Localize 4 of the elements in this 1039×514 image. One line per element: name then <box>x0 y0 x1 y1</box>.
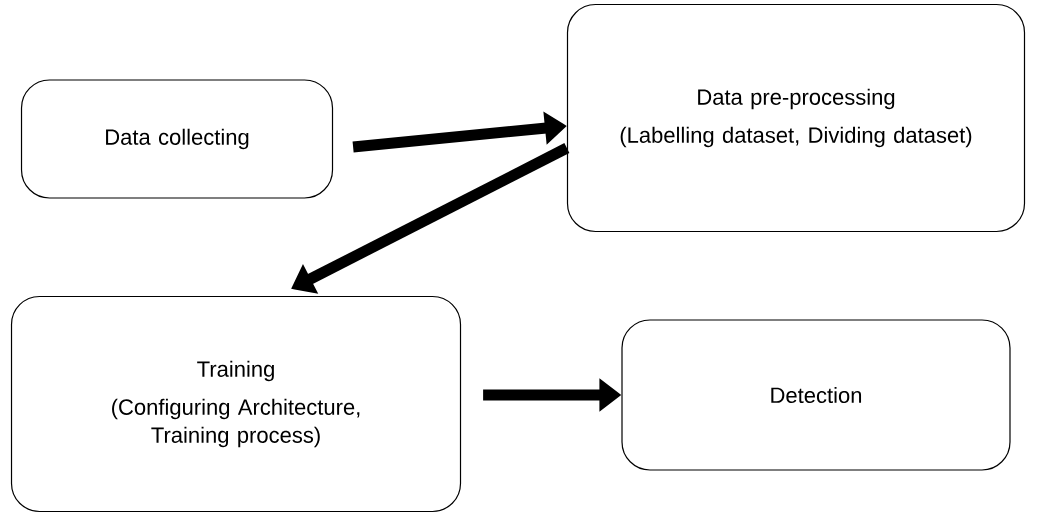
process-box: Training (Configuring Architecture, Training process) <box>10 295 462 513</box>
process-box: Data collecting <box>20 79 334 199</box>
process-box: Detection <box>621 319 1011 471</box>
process-box: Data pre-processing (Labelling dataset, Dividing dataset) <box>566 3 1026 233</box>
